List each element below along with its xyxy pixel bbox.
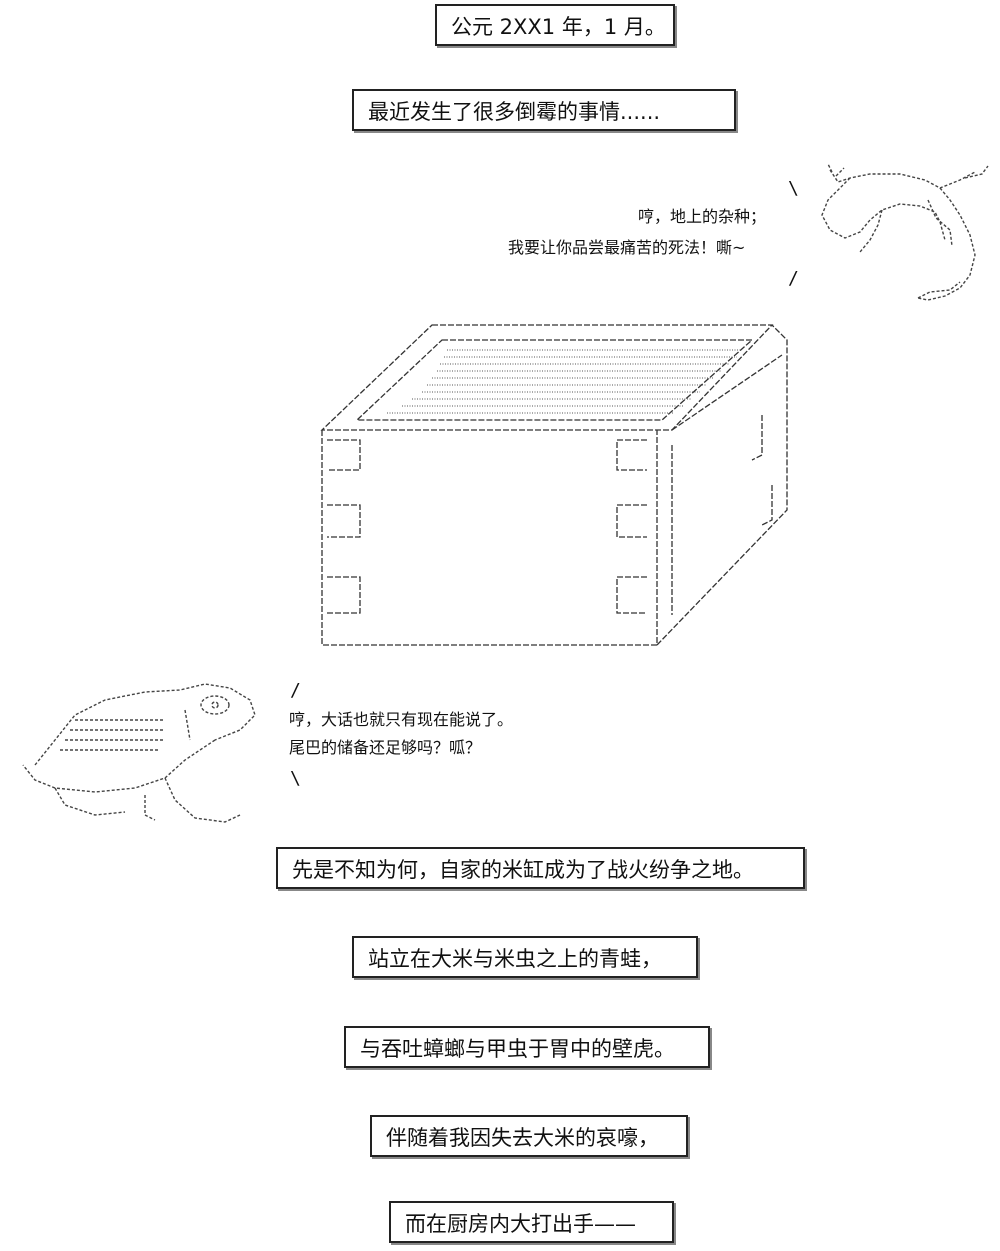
gecko-icon [821, 163, 989, 301]
frog-speech-line1: 哼，大话也就只有现在能说了。 [289, 710, 514, 729]
frog-speech-mark-top: / [290, 680, 301, 701]
caption-intro: 最近发生了很多倒霉的事情...... [352, 89, 736, 131]
caption-fight: 而在厨房内大打出手—— [389, 1201, 674, 1243]
speech-mark-top: \ [788, 178, 799, 199]
caption-frog: 站立在大米与米虫之上的青蛙， [352, 936, 698, 978]
rice-jar-icon [320, 324, 788, 646]
gecko-speech-line1: 哼，地上的杂种； [638, 207, 767, 226]
frog-speech-line2: 尾巴的储备还足够吗？呱？ [289, 738, 482, 757]
frog-speech-mark-bottom: \ [290, 768, 301, 789]
frog-icon [22, 683, 256, 823]
caption-gecko: 与吞吐蟑螂与甲虫于胃中的壁虎。 [344, 1026, 710, 1068]
caption-war: 先是不知为何，自家的米缸成为了战火纷争之地。 [276, 847, 805, 889]
caption-wail: 伴随着我因失去大米的哀嚎， [370, 1115, 688, 1157]
speech-mark-bottom: / [788, 268, 799, 289]
caption-date: 公元 2XX1 年，1 月。 [435, 4, 675, 46]
gecko-speech-line2: 我要让你品尝最痛苦的死法！嘶~ [508, 238, 746, 257]
